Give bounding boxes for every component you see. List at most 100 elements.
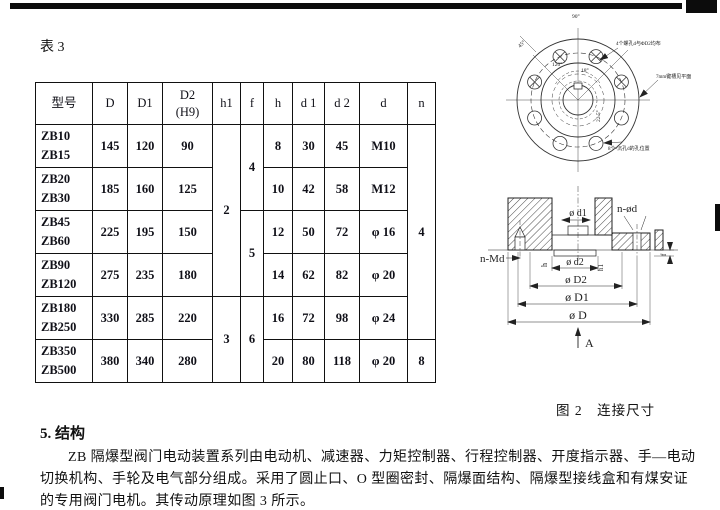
value-cell: 125 <box>162 167 213 211</box>
value-cell: 330 <box>92 296 128 340</box>
angle-18-label: 18° <box>581 67 589 74</box>
label-n-od: n-ød <box>617 203 638 215</box>
connection-dimensions-figure: 90° 45° 120° 18° 22.5° 4个螺孔d与ΦD2均布 7mm键槽… <box>480 13 691 350</box>
scan-artifact-right-edge <box>715 204 720 231</box>
label-d2: ø d2 <box>566 257 584 268</box>
col-header-9: d <box>359 82 408 125</box>
flange-top-view <box>506 28 659 172</box>
model-cell: ZB350 ZB500 <box>35 339 93 383</box>
value-cell: 30 <box>292 124 325 168</box>
annotation-4-holes: 4个螺孔d与ΦD2均布 <box>616 40 661 47</box>
value-cell: 62 <box>292 253 325 297</box>
label-A: A <box>585 336 594 350</box>
value-cell: 120 <box>127 124 163 168</box>
model-cell: ZB90 ZB120 <box>35 253 93 297</box>
col-header-7: d 1 <box>292 82 325 125</box>
value-cell: 160 <box>127 167 163 211</box>
value-cell: 220 <box>162 296 213 340</box>
figure-caption: 图 2 连接尺寸 <box>556 403 656 418</box>
scan-artifact-top-bar <box>10 3 682 9</box>
angle-225-label: 22.5° <box>595 110 602 122</box>
value-cell: 90 <box>162 124 213 168</box>
label-d1: ø d1 <box>569 208 587 219</box>
value-cell: 118 <box>324 339 360 383</box>
col-header-0: 型号 <box>35 82 93 125</box>
angle-45-label: 45° <box>516 39 526 49</box>
body-text-line: 的专用阀门电机。其传动原理如图 3 所示。 <box>40 494 315 509</box>
flange-section-view <box>488 186 678 348</box>
value-cell: 180 <box>162 253 213 297</box>
value-cell: 275 <box>92 253 128 297</box>
value-cell: 58 <box>324 167 360 211</box>
value-cell: 6 <box>240 296 264 383</box>
value-cell: 20 <box>263 339 293 383</box>
label-n-md: n-Md <box>480 253 505 265</box>
value-cell: 4 <box>240 124 264 211</box>
value-cell: 50 <box>292 210 325 254</box>
annotation-keyway: 7mm键槽见平面 <box>656 73 691 80</box>
value-cell: 82 <box>324 253 360 297</box>
value-cell: 340 <box>127 339 163 383</box>
model-cell: ZB10 ZB15 <box>35 124 93 168</box>
threaded-holes <box>527 49 629 90</box>
value-cell: 8 <box>263 124 293 168</box>
value-cell: M10 <box>359 124 408 168</box>
col-header-4: h1 <box>212 82 241 125</box>
value-cell: φ 20 <box>359 339 408 383</box>
label-h: h <box>540 263 549 267</box>
value-cell: 285 <box>127 296 163 340</box>
label-f: f <box>660 253 668 256</box>
annotation-8-holes: 8个-沉孔d的孔位置 <box>608 145 650 152</box>
value-cell: 10 <box>263 167 293 211</box>
col-header-2: D1 <box>127 82 163 125</box>
value-cell: 42 <box>292 167 325 211</box>
value-cell: 280 <box>162 339 213 383</box>
model-cell: ZB180 ZB250 <box>35 296 93 340</box>
scan-artifact-bottom-left <box>0 487 4 499</box>
col-header-1: D <box>92 82 128 125</box>
value-cell: 16 <box>263 296 293 340</box>
col-header-6: h <box>263 82 293 125</box>
value-cell: 235 <box>127 253 163 297</box>
label-h1: h1 <box>597 264 605 272</box>
table-label: 表 3 <box>40 40 65 55</box>
value-cell: 185 <box>92 167 128 211</box>
angle-90-label: 90° <box>572 13 580 20</box>
value-cell: 98 <box>324 296 360 340</box>
value-cell: 80 <box>292 339 325 383</box>
label-D: ø D <box>569 308 587 322</box>
value-cell: φ 16 <box>359 210 408 254</box>
value-cell: 145 <box>92 124 128 168</box>
value-cell: 45 <box>324 124 360 168</box>
value-cell: 2 <box>212 124 241 297</box>
value-cell: 72 <box>324 210 360 254</box>
col-header-5: f <box>240 82 264 125</box>
label-D1: ø D1 <box>565 290 589 304</box>
value-cell: 150 <box>162 210 213 254</box>
value-cell: 3 <box>212 296 241 383</box>
col-header-10: n <box>407 82 436 125</box>
model-cell: ZB45 ZB60 <box>35 210 93 254</box>
label-D2: ø D2 <box>565 274 587 286</box>
value-cell: 380 <box>92 339 128 383</box>
model-cell: ZB20 ZB30 <box>35 167 93 211</box>
value-cell: 225 <box>92 210 128 254</box>
value-cell: 14 <box>263 253 293 297</box>
value-cell: 72 <box>292 296 325 340</box>
section-heading: 5. 结构 <box>40 426 86 442</box>
value-cell: φ 24 <box>359 296 408 340</box>
body-text-line: 切换机构、手轮及电气部分组成。采用了圆止口、O 型圈密封、隔爆面结构、隔爆型接线… <box>40 472 689 487</box>
col-header-3: D2 (H9) <box>162 82 213 125</box>
value-cell: 5 <box>240 210 264 297</box>
value-cell: 8 <box>407 339 436 383</box>
value-cell: 4 <box>407 124 436 340</box>
